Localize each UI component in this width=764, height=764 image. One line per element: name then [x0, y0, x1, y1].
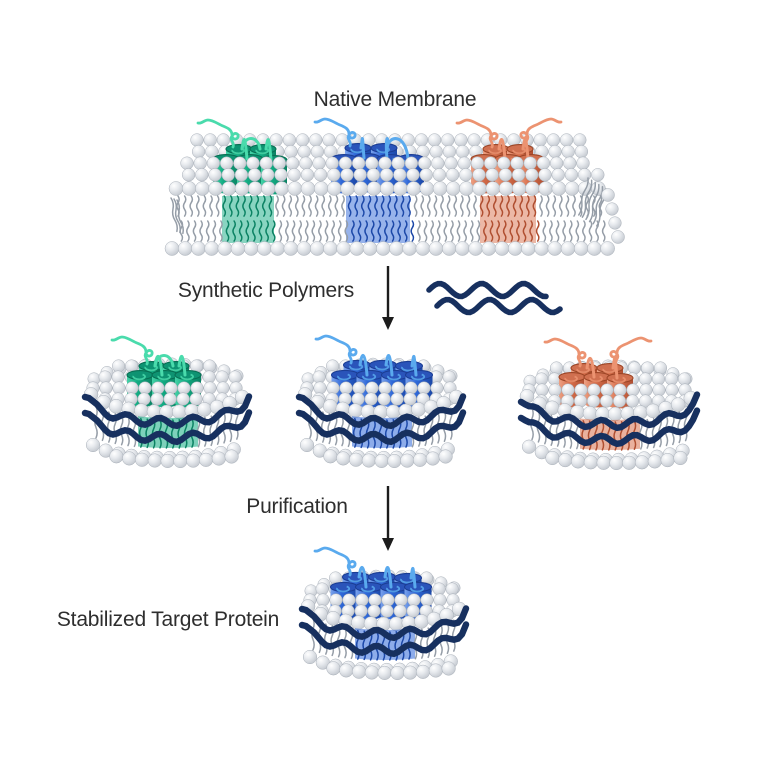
nanodisc-green — [81, 335, 253, 469]
synthetic-polymers-label: Synthetic Polymers — [177, 279, 355, 302]
nanodisc-orange — [517, 336, 701, 471]
stabilized-target-protein-label: Stabilized Target Protein — [56, 608, 280, 631]
stabilized-protein-nanodisc — [298, 546, 470, 681]
native-membrane-graphic — [164, 117, 625, 256]
native-membrane-label: Native Membrane — [313, 88, 477, 111]
polymer-waves-icon — [426, 280, 563, 316]
down-arrow-icon-2 — [382, 486, 394, 551]
down-arrow-icon-1 — [382, 266, 394, 330]
purification-label: Purification — [246, 495, 348, 518]
nanodisc-blue — [295, 334, 467, 469]
